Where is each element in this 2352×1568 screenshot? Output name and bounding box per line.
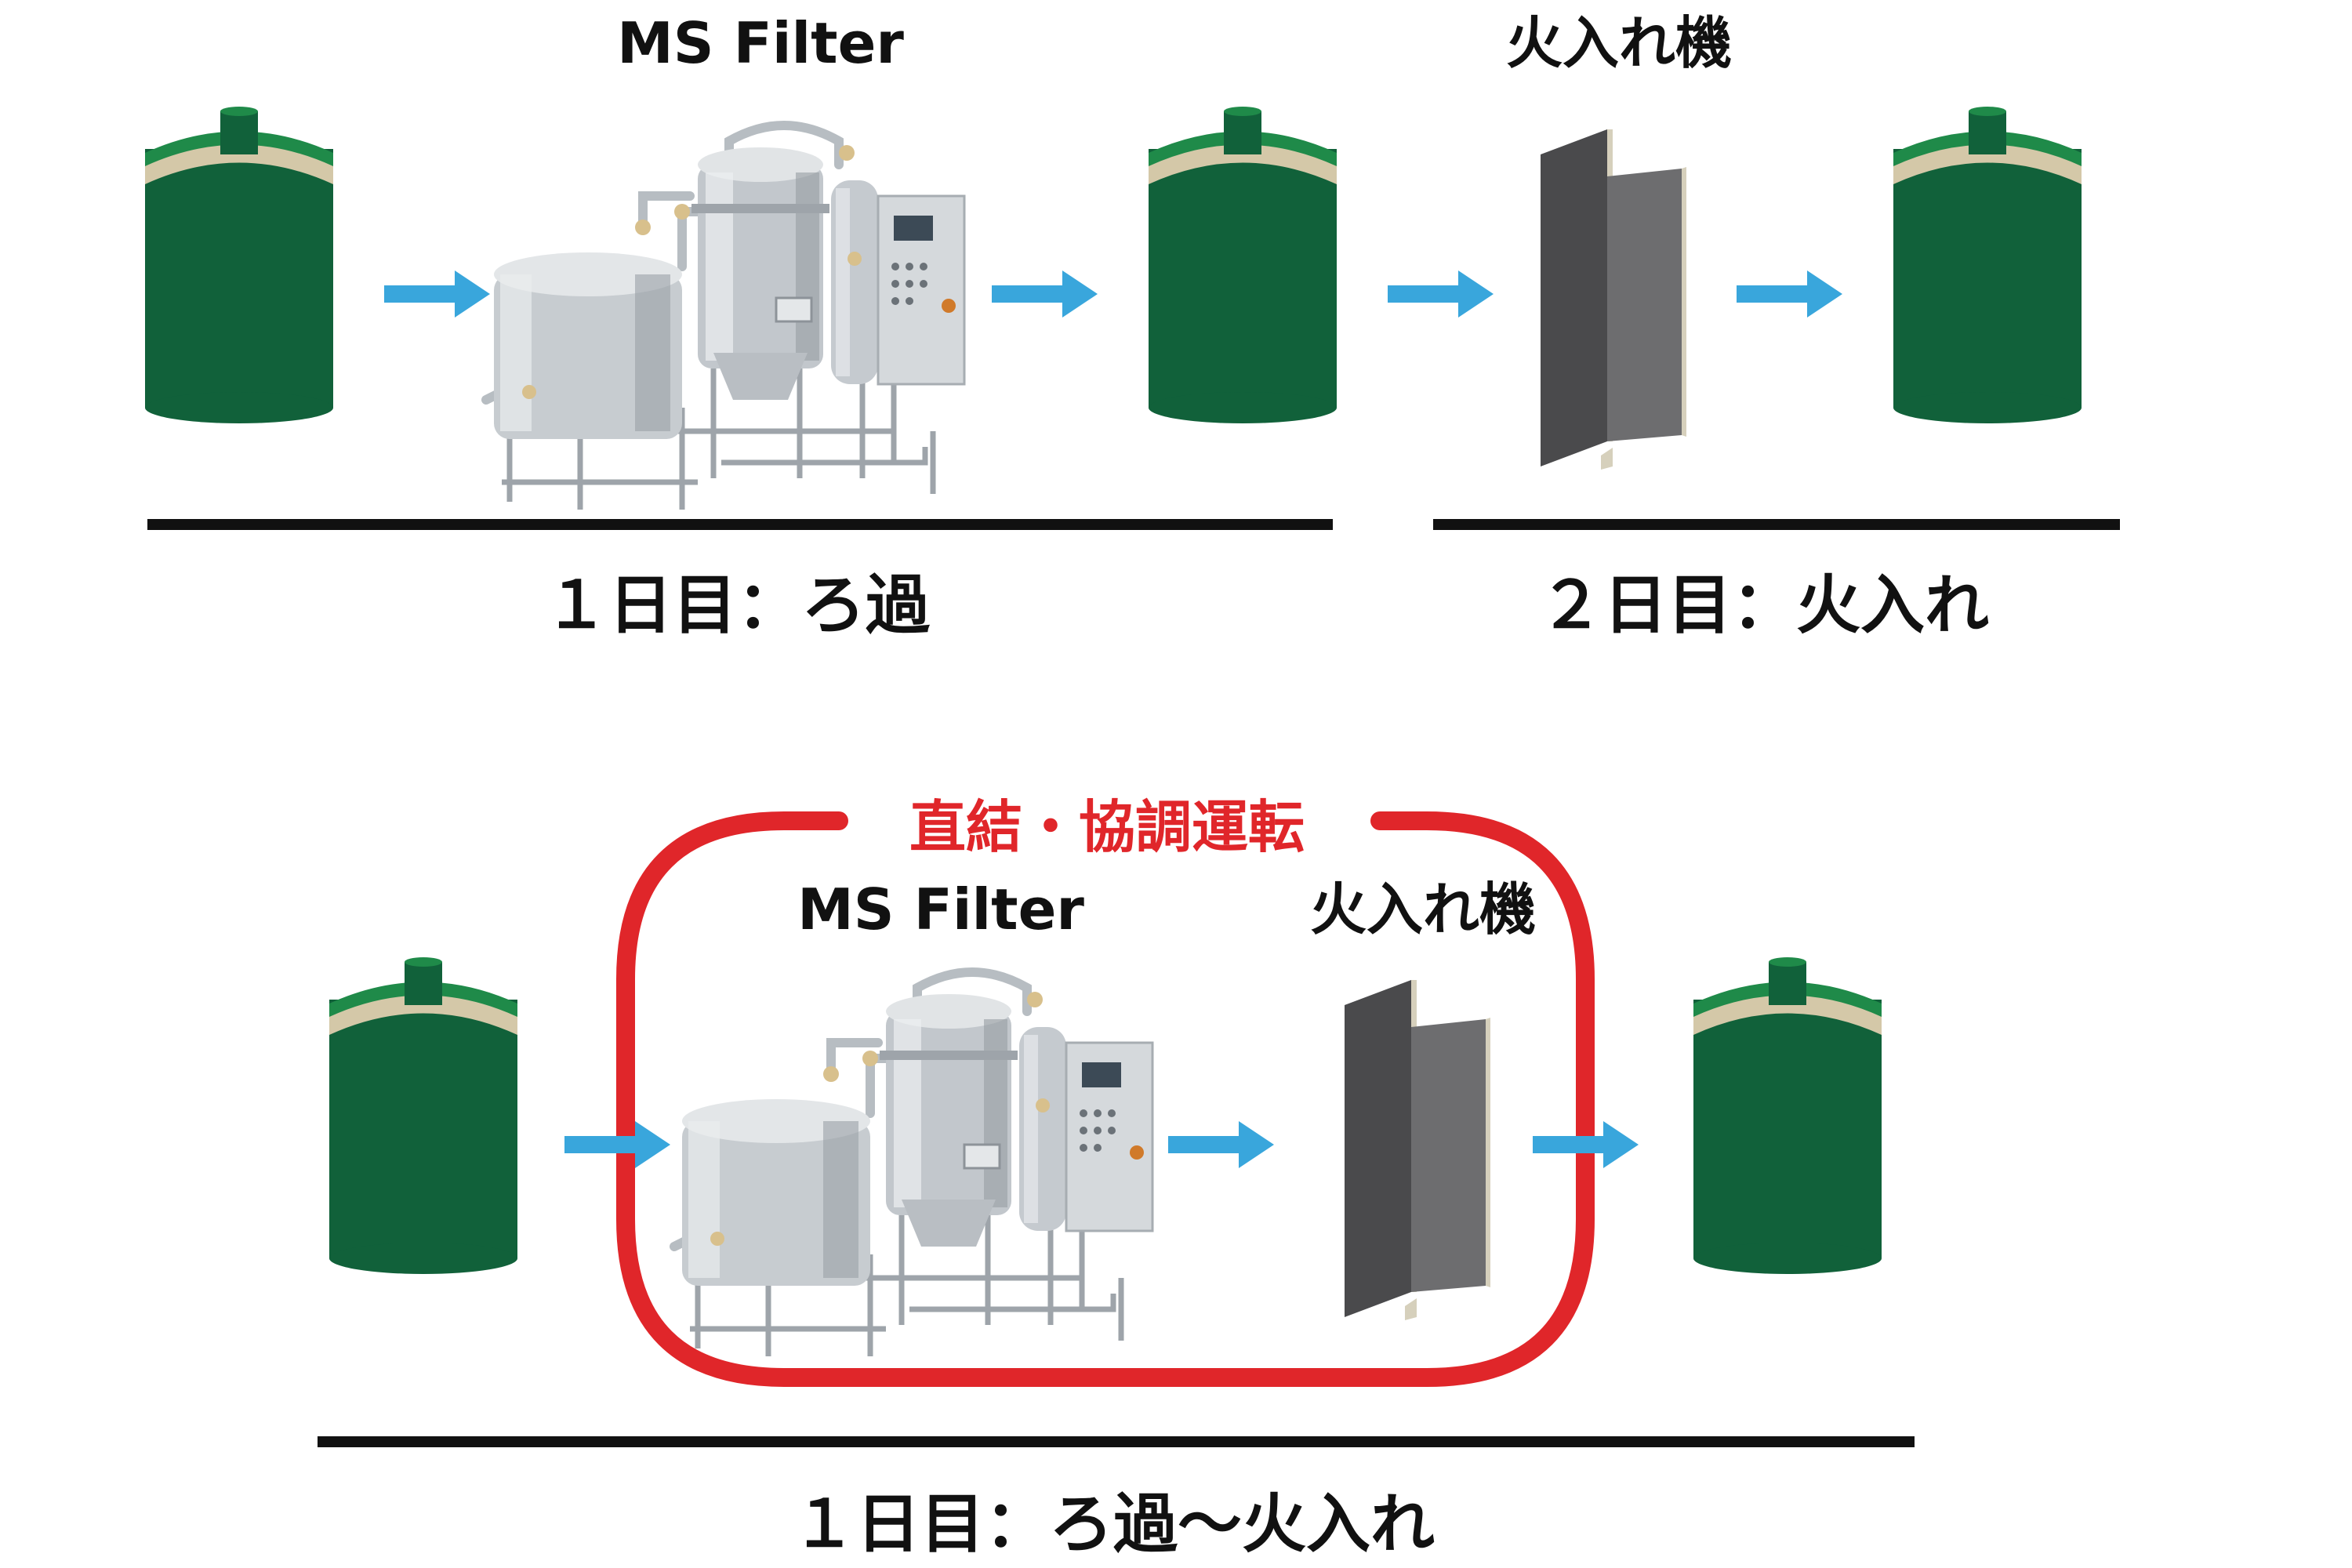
day2-label: ２日目：火入れ: [1539, 568, 1989, 643]
storage-tank-icon: [1693, 957, 1882, 1274]
heater-title: 火入れ機: [1310, 877, 1536, 942]
storage-tank-icon: [1893, 107, 2082, 423]
loop-title: 直結・協調運転: [909, 794, 1305, 860]
storage-tank-icon: [145, 107, 333, 423]
flow-arrow-icon: [1737, 270, 1842, 318]
flow-arrow-icon: [992, 270, 1098, 318]
filter-title: MS Filter: [617, 10, 904, 76]
pasteurizer-panel-icon: [1345, 980, 1490, 1320]
day2-divider: [1433, 519, 2120, 530]
ms-filter-machine-icon: [674, 972, 1152, 1356]
pasteurizer-panel-icon: [1541, 129, 1686, 470]
ms-filter-machine-icon: [486, 125, 964, 510]
flow-arrow-icon: [1168, 1121, 1274, 1168]
storage-tank-icon: [329, 957, 517, 1274]
filter-title: MS Filter: [797, 877, 1084, 942]
day-divider: [318, 1436, 1915, 1447]
bottom-row: 直結・協調運転 MS Filter 火入れ機 １日目：ろ過〜火入れ: [318, 794, 1915, 1562]
day-label: １日目：ろ過〜火入れ: [792, 1487, 1435, 1562]
flow-arrow-icon: [1388, 270, 1494, 318]
flow-arrow-icon: [384, 270, 490, 318]
top-row: MS Filter 火入れ機 １日目：ろ過 ２日目：火入れ: [145, 10, 2120, 643]
storage-tank-icon: [1149, 107, 1337, 423]
direct-link-loop: [616, 811, 1595, 1387]
heater-title: 火入れ機: [1506, 10, 1732, 76]
day1-divider: [147, 519, 1333, 530]
day1-label: １日目：ろ過: [544, 568, 931, 643]
